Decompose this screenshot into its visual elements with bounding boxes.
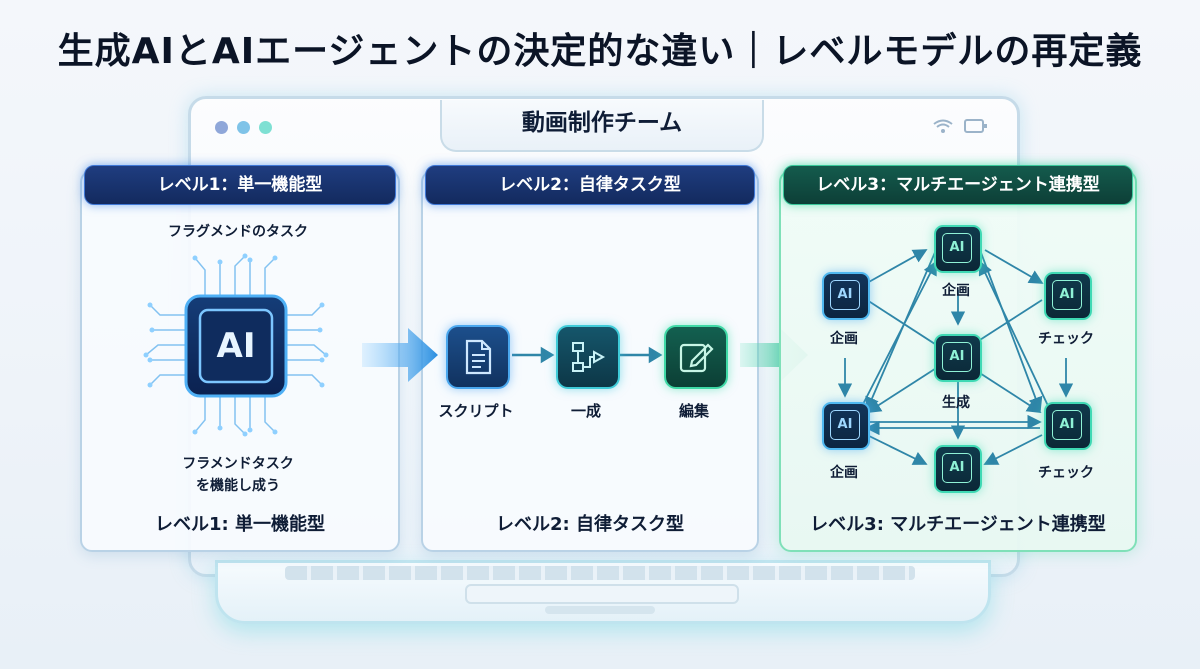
battery-icon (964, 119, 987, 133)
agent-node-right-upper: AI (1044, 272, 1092, 320)
step-label-edit: 編集 (678, 402, 709, 420)
agent-node-left-upper: AI (822, 272, 870, 320)
flowchart-icon (572, 342, 606, 372)
arrow-level1-to-level2 (362, 328, 438, 382)
laptop-keyboard (285, 566, 915, 580)
laptop-hinge (545, 606, 655, 614)
laptop-trackpad (465, 584, 739, 604)
step-edit-box (664, 325, 728, 389)
step-label-script: スクリプト (438, 402, 514, 420)
window-controls (215, 121, 272, 134)
step-script-box (446, 325, 510, 389)
node-caption-left-lower: 企画 (830, 465, 858, 481)
agent-node-top-label: AI (942, 233, 972, 263)
node-caption-top: 企画 (942, 283, 970, 299)
node-caption-right-upper: チェック (1038, 331, 1094, 347)
document-icon (465, 339, 492, 375)
ai-chip-label: AI (216, 326, 256, 366)
agent-node-left-upper-label: AI (830, 280, 860, 310)
step-generate-box (556, 325, 620, 389)
level-1-bottom-text-1: フラメンドタスク (182, 456, 294, 472)
wifi-icon (933, 119, 953, 133)
node-caption-right-lower: チェック (1038, 465, 1094, 481)
level-1-header: レベル1：単一機能型 (84, 165, 396, 205)
agent-node-bottom: AI (934, 445, 982, 493)
level-3-header: レベル3：マルチエージェント連携型 (783, 165, 1133, 205)
level-3-footer: レベル3: マルチエージェント連携型 (810, 514, 1106, 535)
window-dot-3 (259, 121, 272, 134)
window-dot-1 (215, 121, 228, 134)
step-label-generate: 一成 (570, 402, 601, 420)
team-tab: 動画制作チーム (440, 100, 764, 152)
agent-node-right-lower-label: AI (1052, 410, 1082, 440)
agent-node-center-label: AI (942, 342, 972, 372)
agent-node-right-upper-label: AI (1052, 280, 1082, 310)
level-1-footer: レベル1: 単一機能型 (155, 514, 325, 535)
node-caption-center: 生成 (942, 395, 970, 411)
agent-node-center: AI (934, 334, 982, 382)
agent-node-top: AI (934, 225, 982, 273)
level-1-bottom-text-2: を機能し成う (196, 478, 280, 494)
agent-node-right-lower: AI (1044, 402, 1092, 450)
edit-icon (679, 343, 714, 373)
page-title: 生成AIとAIエージェントの決定的な違い｜レベルモデルの再定義 (57, 31, 1143, 72)
level-2-footer: レベル2: 自律タスク型 (496, 514, 684, 535)
system-tray (932, 118, 988, 134)
window-dot-2 (237, 121, 250, 134)
node-caption-left-upper: 企画 (830, 331, 858, 347)
agent-node-left-lower: AI (822, 402, 870, 450)
level-2-header: レベル2：自律タスク型 (425, 165, 755, 205)
agent-node-bottom-label: AI (942, 453, 972, 483)
agent-node-left-lower-label: AI (830, 410, 860, 440)
level-1-top-text: フラグメンドのタスク (168, 224, 308, 240)
